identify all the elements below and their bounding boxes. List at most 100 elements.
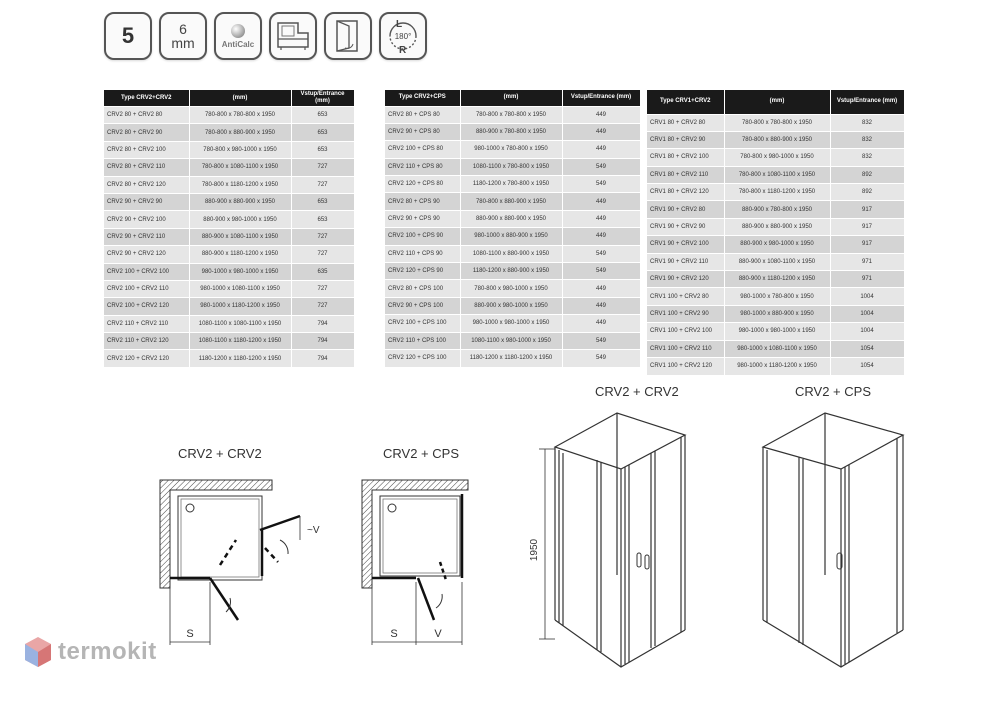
termokit-logo: termokit — [24, 636, 157, 668]
table-header: Vstup/Entrance (mm) — [562, 90, 641, 106]
table-cell: 549 — [562, 175, 641, 193]
table-cell: CRV1 90 + CRV2 110 — [647, 252, 725, 271]
table-cell: 449 — [562, 140, 641, 159]
table-cell: CRV2 80 + CPS 90 — [385, 192, 461, 211]
table-cell: CRV2 120 + CPS 80 — [385, 175, 461, 193]
table-cell: 917 — [830, 235, 905, 254]
rotate-180-icon: L 180° R — [389, 19, 417, 56]
table-cell: 449 — [562, 192, 641, 211]
table-cell: CRV2 90 + CRV2 90 — [104, 192, 190, 211]
table-cell: CRV1 100 + CRV2 110 — [647, 339, 725, 358]
table-cell: 780-800 x 980-1000 x 1950 — [724, 148, 831, 167]
table-cell: 549 — [562, 348, 641, 367]
table-cell: CRV1 100 + CRV2 90 — [647, 304, 725, 323]
rotate-left-label: L — [396, 19, 402, 30]
table-cell: 780-800 x 980-1000 x 1950 — [460, 279, 563, 298]
reversible-badge: L 180° R — [379, 12, 427, 60]
elev2-title: CRV2 + CPS — [795, 384, 871, 399]
logo-cube-icon — [25, 637, 51, 667]
table-cell: 880-900 x 980-1000 x 1950 — [189, 210, 292, 229]
elev1-diagram: 1950 — [529, 412, 687, 668]
anticalc-badge: AntiCalc — [214, 12, 262, 60]
table-cell: 794 — [291, 332, 355, 350]
table-cell: 1054 — [830, 356, 905, 375]
table-header: Type CRV2+CRV2 — [104, 90, 190, 107]
table-cell: 449 — [562, 105, 641, 124]
table-cell: 917 — [830, 217, 905, 236]
table-cell: 917 — [830, 200, 905, 219]
table-header: (mm) — [724, 90, 831, 114]
table-crv2-cps: Type CRV2+CPS (mm) Vstup/Entrance (mm) C… — [385, 90, 641, 367]
table-cell: 880-900 x 880-900 x 1950 — [189, 192, 292, 211]
rotate-angle-label: 180° — [395, 32, 412, 41]
table-cell: 1180-1200 x 1180-1200 x 1950 — [460, 348, 563, 367]
table-cell: CRV2 110 + CPS 80 — [385, 157, 461, 176]
table-cell: 727 — [291, 175, 355, 194]
table-cell: 653 — [291, 192, 355, 211]
table-cell: CRV2 120 + CRV2 120 — [104, 349, 190, 368]
bath-install-badge — [269, 12, 317, 60]
table-cell: CRV1 100 + CRV2 100 — [647, 322, 725, 341]
table-cell: 449 — [562, 296, 641, 315]
table-cell: CRV1 80 + CRV2 120 — [647, 183, 725, 201]
table-cell: 449 — [562, 227, 641, 246]
table-cell: 980-1000 x 980-1000 x 1950 — [460, 314, 563, 333]
table-cell: 727 — [291, 245, 355, 264]
table-cell: 880-900 x 880-900 x 1950 — [724, 217, 831, 236]
table-cell: CRV2 110 + CPS 90 — [385, 244, 461, 263]
table-cell: 892 — [830, 183, 905, 201]
table-cell: 449 — [562, 314, 641, 333]
table-cell: 449 — [562, 279, 641, 298]
table-cell: 980-1000 x 1180-1200 x 1950 — [724, 356, 831, 375]
table-cell: 780-800 x 880-900 x 1950 — [724, 130, 831, 149]
table-cell: CRV2 120 + CPS 90 — [385, 262, 461, 280]
table-header: Vstup/Entrance (mm) — [291, 90, 355, 107]
table-cell: CRV2 100 + CPS 80 — [385, 140, 461, 159]
table-cell: 880-900 x 780-800 x 1950 — [724, 200, 831, 219]
table-cell: 980-1000 x 780-800 x 1950 — [460, 140, 563, 159]
table-cell: 980-1000 x 880-900 x 1950 — [724, 304, 831, 323]
table-cell: 780-800 x 1080-1100 x 1950 — [724, 165, 831, 184]
table-crv2-crv2: Type CRV2+CRV2 (mm) Vstup/Entrance (mm) … — [104, 90, 355, 368]
anticalc-label: AntiCalc — [221, 39, 255, 49]
table-cell: 449 — [562, 209, 641, 228]
table-cell: 980-1000 x 1080-1100 x 1950 — [724, 339, 831, 358]
table-cell: 780-800 x 880-900 x 1950 — [460, 192, 563, 211]
table-cell: 780-800 x 1080-1100 x 1950 — [189, 158, 292, 177]
table-cell: 780-800 x 980-1000 x 1950 — [189, 140, 292, 159]
table-cell: CRV1 90 + CRV2 80 — [647, 200, 725, 219]
table-cell: 549 — [562, 262, 641, 280]
table-cell: 880-900 x 1080-1100 x 1950 — [189, 227, 292, 246]
plan2-title: CRV2 + CPS — [383, 446, 459, 461]
glass-thickness-badge: 6 mm — [159, 12, 207, 60]
table-cell: CRV1 80 + CRV2 90 — [647, 130, 725, 149]
table-cell: 780-800 x 780-800 x 1950 — [189, 105, 292, 124]
table-cell: 880-900 x 1180-1200 x 1950 — [724, 270, 831, 288]
table-cell: CRV2 80 + CRV2 100 — [104, 140, 190, 159]
table-cell: 653 — [291, 140, 355, 159]
table-cell: 1180-1200 x 780-800 x 1950 — [460, 175, 563, 193]
